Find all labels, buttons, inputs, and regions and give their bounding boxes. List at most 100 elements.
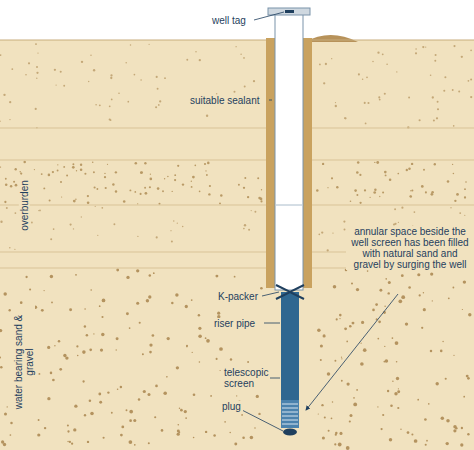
sand-grain [38, 373, 40, 375]
sand-grain [453, 425, 456, 428]
sand-grain [335, 105, 337, 107]
sand-grain [166, 376, 168, 378]
sand-grain [174, 174, 176, 176]
sand-grain [384, 93, 386, 95]
sand-grain [0, 166, 1, 167]
sand-grain [234, 443, 237, 446]
sand-grain [349, 414, 352, 417]
sand-grain [10, 185, 13, 188]
sand-grain [172, 191, 173, 192]
sand-grain [82, 350, 86, 354]
sand-grain [331, 58, 332, 59]
sand-grain [149, 178, 152, 181]
sand-grain [53, 228, 55, 230]
sand-grain [410, 195, 413, 198]
sand-grain [254, 427, 256, 429]
sand-grain [99, 104, 101, 106]
sand-grain [43, 290, 44, 291]
sand-grain [390, 404, 393, 407]
sand-grain [104, 173, 105, 174]
sand-grain [411, 163, 413, 165]
sand-grain [69, 308, 72, 311]
sand-grain [464, 188, 466, 190]
sand-grain [144, 187, 146, 189]
sand-grain [158, 104, 160, 106]
sand-grain [435, 54, 437, 56]
sand-grain [453, 45, 455, 47]
sand-grain [9, 101, 11, 103]
k-packer [276, 285, 304, 299]
sand-grain [374, 188, 376, 190]
sand-grain [417, 273, 420, 276]
sand-grain [38, 419, 40, 421]
screen-slots [282, 404, 298, 424]
sand-grain [359, 202, 361, 204]
sand-grain [76, 170, 77, 171]
sand-grain [210, 395, 212, 397]
sand-grain [220, 370, 221, 371]
sand-grain [224, 421, 226, 423]
sand-grain [260, 200, 262, 202]
sand-grain [67, 441, 68, 442]
sand-grain [432, 300, 433, 301]
sand-grain [167, 337, 170, 340]
sand-grain [167, 176, 169, 178]
sand-grain [87, 195, 89, 197]
sand-grain [84, 173, 86, 175]
sand-grain [155, 106, 157, 108]
sand-grain [142, 353, 144, 355]
sand-grain [95, 104, 97, 106]
sand-grain [334, 443, 336, 445]
sand-grain [186, 59, 188, 61]
sand-grain [7, 406, 8, 407]
sand-grain [369, 197, 370, 198]
sand-grain [378, 96, 380, 98]
sand-grain [382, 414, 384, 416]
sand-grain [147, 393, 150, 396]
sand-grain [60, 181, 62, 183]
sand-grain [97, 235, 98, 236]
sand-grain [43, 187, 45, 189]
sealant-left [266, 38, 275, 288]
sand-grain [185, 417, 187, 419]
sand-grain [31, 222, 33, 224]
sand-grain [216, 358, 218, 360]
sand-grain [336, 186, 338, 188]
sand-grain [177, 165, 179, 167]
sand-grain [87, 441, 89, 443]
sand-grain [171, 241, 173, 243]
sand-grain [134, 191, 136, 193]
sand-grain [423, 292, 424, 293]
sand-grain [93, 333, 94, 334]
sand-grain [384, 346, 385, 347]
sand-grain [338, 443, 342, 447]
sand-grain [35, 43, 37, 45]
sand-grain [453, 125, 455, 127]
sand-grain [162, 190, 164, 192]
sand-grain [421, 327, 423, 329]
sand-grain [425, 444, 427, 446]
sand-grain [90, 412, 94, 416]
sand-grain [424, 418, 427, 421]
sand-grain [73, 428, 76, 431]
sand-grain [430, 272, 433, 275]
sand-grain [3, 292, 6, 295]
sand-grain [372, 61, 373, 62]
sand-grain [335, 432, 338, 435]
sand-grain [109, 105, 111, 107]
sand-grain [411, 433, 413, 435]
ground-surface [0, 40, 474, 41]
sand-grain [468, 80, 470, 82]
sand-grain [464, 196, 466, 198]
sand-grain [250, 436, 254, 440]
sand-grain [0, 54, 1, 56]
sand-grain [69, 441, 71, 443]
sand-grain [60, 71, 62, 73]
sand-grain [116, 349, 117, 350]
sand-grain [236, 395, 237, 396]
sand-grain [149, 351, 152, 354]
sand-grain [73, 200, 76, 203]
sand-grain [428, 403, 430, 405]
sand-grain [63, 354, 66, 357]
sand-grain [36, 72, 38, 74]
